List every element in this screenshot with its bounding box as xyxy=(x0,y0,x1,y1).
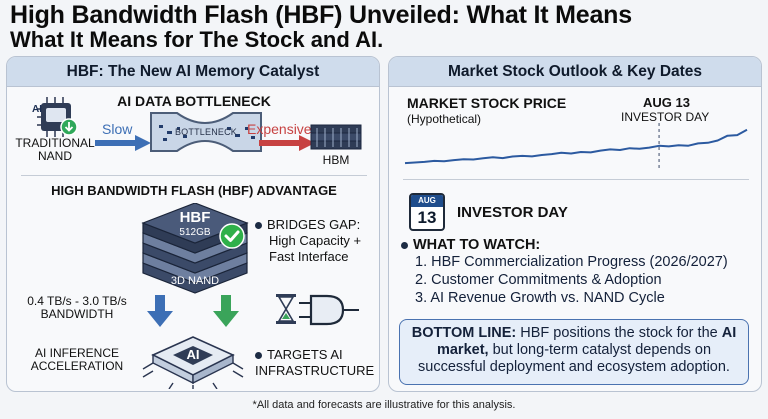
chart-event-label: INVESTOR DAY xyxy=(621,110,710,124)
hbm-stack-icon xyxy=(310,124,362,150)
bridges-gap-bullet: BRIDGES GAP: xyxy=(255,217,379,232)
calendar-event-label: INVESTOR DAY xyxy=(457,204,568,221)
traditional-nand-label: TRADITIONAL NAND xyxy=(15,136,95,163)
watch-heading: WHAT TO WATCH: xyxy=(401,237,540,253)
targets-ai-bullet: TARGETS AI INFRASTRUCTURE xyxy=(255,347,375,378)
bottom-line-text-a: HBF positions the stock for the xyxy=(516,325,722,341)
bottom-line-highlight: AI market, xyxy=(436,325,737,358)
calendar-month: AUG xyxy=(411,195,443,207)
chart-subtitle: (Hypothetical) xyxy=(407,112,482,126)
watch-item: 2. Customer Commitments & Adoption xyxy=(415,272,662,288)
watch-list: 1. HBF Commercialization Progress (2026/… xyxy=(415,253,755,307)
bullet-dot-icon xyxy=(401,241,408,249)
traditional-nand-chip-icon xyxy=(37,97,78,137)
down-arrow-blue-icon xyxy=(147,295,173,327)
watch-item: 3. AI Revenue Growth vs. NAND Cycle xyxy=(415,290,665,306)
bottom-line-text-b: but long-term catalyst depends on succes… xyxy=(418,342,730,375)
stock-line-chart xyxy=(404,123,748,171)
hourglass-icon xyxy=(276,294,296,324)
right-panel-title: Market Stock Outlook & Key Dates xyxy=(389,57,761,87)
bottom-line-label: BOTTOM LINE: xyxy=(411,325,517,341)
logic-gate-icon xyxy=(299,294,359,326)
expensive-label: Expensive xyxy=(247,121,312,137)
hbf-chip-capacity: 512GB xyxy=(179,227,211,238)
footer-note: *All data and forecasts are illustrative… xyxy=(252,399,516,411)
processor-ai-label: AI xyxy=(186,347,200,362)
chart-title: MARKET STOCK PRICE xyxy=(407,95,567,111)
check-icon xyxy=(219,223,245,249)
nand-chip-ai-label: AI xyxy=(32,104,42,115)
watch-item: 1. HBF Commercialization Progress (2026/… xyxy=(415,254,728,270)
ai-processor-icon xyxy=(142,336,244,389)
chart-event-date: AUG 13 xyxy=(643,95,690,110)
right-panel-divider xyxy=(403,179,749,180)
bridges-gap-detail: High Capacity + Fast Interface xyxy=(269,233,362,264)
inference-label: AI INFERENCE ACCELERATION xyxy=(30,346,124,373)
slow-arrow-icon xyxy=(95,135,151,151)
right-panel: Market Stock Outlook & Key Dates MARKET … xyxy=(388,56,762,392)
calendar-day: 13 xyxy=(417,208,437,227)
page-subtitle: What It Means for The Stock and AI. xyxy=(10,27,384,52)
bottleneck-pipe-icon xyxy=(150,112,262,152)
slow-label: Slow xyxy=(102,121,133,137)
left-panel-title: HBF: The New AI Memory Catalyst xyxy=(7,57,379,87)
bullet-dot-icon xyxy=(255,352,262,360)
left-panel: HBF: The New AI Memory Catalyst AI DATA … xyxy=(6,56,380,392)
expensive-arrow-icon xyxy=(259,135,315,151)
advantage-heading: HIGH BANDWIDTH FLASH (HBF) ADVANTAGE xyxy=(51,183,337,198)
bullet-dot-icon xyxy=(255,222,262,230)
down-arrow-green-icon xyxy=(213,295,239,327)
left-panel-divider xyxy=(21,175,367,176)
page-title: High Bandwidth Flash (HBF) Unveiled: Wha… xyxy=(10,1,632,29)
bottleneck-pipe-text: BOTTLENECK xyxy=(174,127,237,137)
hbf-chip-base-label: 3D NAND xyxy=(170,275,220,287)
hbf-chip-name: HBF xyxy=(179,209,211,226)
bandwidth-label: 0.4 TB/s - 3.0 TB/s BANDWIDTH xyxy=(27,294,127,321)
stock-price-series-line xyxy=(404,128,748,165)
calendar-icon: AUG 13 xyxy=(409,193,445,231)
hbm-label: HBM xyxy=(322,153,350,167)
bottom-line-box: BOTTOM LINE: HBF positions the stock for… xyxy=(399,319,749,385)
bottleneck-heading: AI DATA BOTTLENECK xyxy=(117,93,271,109)
